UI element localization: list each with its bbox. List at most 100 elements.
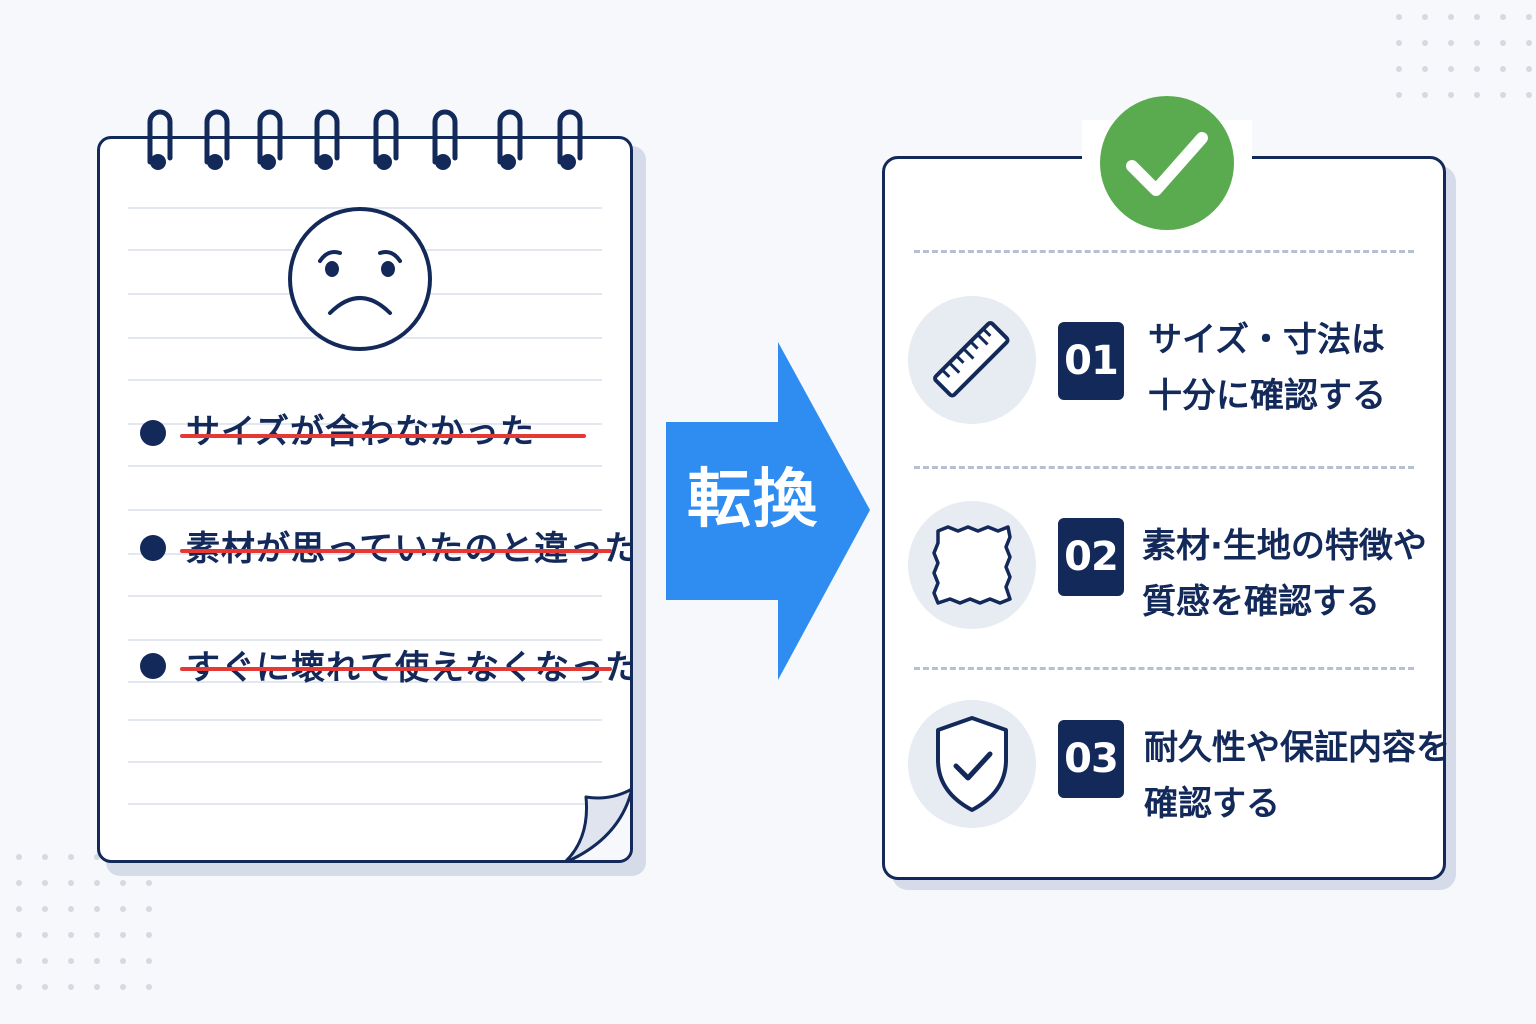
decorative-dot bbox=[146, 932, 152, 938]
fabric-swatch-icon bbox=[932, 525, 1012, 605]
checkmark-icon bbox=[1100, 96, 1234, 230]
decorative-dot bbox=[120, 880, 126, 886]
ruled-line bbox=[128, 719, 602, 721]
decorative-dot bbox=[94, 984, 100, 990]
step-2-line-2: 質感を確認する bbox=[1142, 582, 1380, 622]
decorative-dot bbox=[1396, 92, 1402, 98]
sad-face-icon bbox=[288, 207, 432, 351]
decorative-dot bbox=[146, 984, 152, 990]
ruled-line bbox=[128, 761, 602, 763]
decorative-dot bbox=[1500, 92, 1506, 98]
decorative-dot bbox=[42, 906, 48, 912]
decorative-dot bbox=[94, 958, 100, 964]
ruled-line bbox=[128, 465, 602, 467]
decorative-dot bbox=[1526, 66, 1532, 72]
decorative-dot bbox=[120, 906, 126, 912]
step-number-badge: 03 bbox=[1058, 720, 1124, 798]
decorative-dot bbox=[94, 906, 100, 912]
decorative-dot bbox=[94, 854, 100, 860]
decorative-dot bbox=[68, 984, 74, 990]
decorative-dot bbox=[1422, 40, 1428, 46]
decorative-dot bbox=[1474, 92, 1480, 98]
decorative-dot bbox=[1448, 14, 1454, 20]
decorative-dot bbox=[1474, 66, 1480, 72]
before-item-1: サイズが合わなかった bbox=[186, 412, 535, 452]
decorative-dot bbox=[1396, 14, 1402, 20]
decorative-dot bbox=[1474, 40, 1480, 46]
decorative-dot bbox=[42, 932, 48, 938]
step-3-line-2: 確認する bbox=[1144, 784, 1280, 824]
decorative-dot bbox=[1526, 40, 1532, 46]
decorative-dot bbox=[42, 854, 48, 860]
dot-pattern-bottom-left bbox=[16, 854, 172, 1010]
decorative-dot bbox=[42, 984, 48, 990]
decorative-dot bbox=[42, 880, 48, 886]
ruled-line bbox=[128, 803, 602, 805]
bullet bbox=[140, 653, 166, 679]
decorative-dot bbox=[94, 880, 100, 886]
decorative-dot bbox=[1474, 14, 1480, 20]
decorative-dot bbox=[1396, 66, 1402, 72]
decorative-dot bbox=[120, 932, 126, 938]
transition-arrow bbox=[666, 342, 870, 680]
ruled-line bbox=[128, 509, 602, 511]
decorative-dot bbox=[1500, 66, 1506, 72]
bullet bbox=[140, 535, 166, 561]
decorative-dot bbox=[16, 958, 22, 964]
ruled-line bbox=[128, 681, 602, 683]
decorative-dot bbox=[146, 880, 152, 886]
decorative-dot bbox=[1422, 66, 1428, 72]
decorative-dot bbox=[1448, 66, 1454, 72]
ruler-icon bbox=[933, 321, 1010, 398]
decorative-dot bbox=[94, 932, 100, 938]
strikethrough-line bbox=[180, 434, 586, 438]
decorative-dot bbox=[146, 958, 152, 964]
decorative-dot bbox=[16, 984, 22, 990]
decorative-dot bbox=[68, 958, 74, 964]
decorative-dot bbox=[120, 958, 126, 964]
arrow-label: 転換 bbox=[687, 463, 819, 537]
decorative-dot bbox=[68, 906, 74, 912]
step-2-line-1: 素材·生地の特徴や bbox=[1142, 526, 1427, 566]
decorative-dot bbox=[1448, 40, 1454, 46]
ruled-line bbox=[128, 595, 602, 597]
page-curl-icon bbox=[564, 786, 630, 860]
bullet bbox=[140, 420, 166, 446]
step-1-line-2: 十分に確認する bbox=[1148, 376, 1386, 416]
decorative-dot bbox=[42, 958, 48, 964]
step-1-line-1: サイズ・寸法は bbox=[1148, 320, 1385, 360]
decorative-dot bbox=[16, 854, 22, 860]
ruled-line bbox=[128, 553, 602, 555]
notepad: サイズが合わなかった 素材が思っていたのと違った すぐに壊れて使えなくなった bbox=[97, 136, 633, 863]
decorative-dot bbox=[68, 932, 74, 938]
decorative-dot bbox=[146, 906, 152, 912]
decorative-dot bbox=[1500, 40, 1506, 46]
decorative-dot bbox=[16, 906, 22, 912]
decorative-dot bbox=[68, 880, 74, 886]
step-number-badge: 01 bbox=[1058, 322, 1124, 400]
decorative-dot bbox=[1396, 40, 1402, 46]
decorative-dot bbox=[1448, 92, 1454, 98]
strikethrough-line bbox=[180, 667, 612, 671]
step-3-line-1: 耐久性や保証内容を bbox=[1144, 728, 1450, 768]
decorative-dot bbox=[1526, 14, 1532, 20]
decorative-dot bbox=[1422, 14, 1428, 20]
ruled-line bbox=[128, 379, 602, 381]
decorative-dot bbox=[1500, 14, 1506, 20]
strikethrough-line bbox=[180, 549, 612, 553]
ruled-line bbox=[128, 423, 602, 425]
ruled-line bbox=[128, 639, 602, 641]
decorative-dot bbox=[16, 880, 22, 886]
decorative-dot bbox=[68, 854, 74, 860]
spiral-binding bbox=[147, 109, 583, 170]
decorative-dot bbox=[1422, 92, 1428, 98]
dashed-divider bbox=[914, 466, 1414, 469]
shield-check-icon bbox=[936, 716, 1008, 812]
dot-pattern-top-right bbox=[1396, 14, 1536, 118]
dashed-divider bbox=[914, 250, 1414, 253]
decorative-dot bbox=[16, 932, 22, 938]
step-number-badge: 02 bbox=[1058, 518, 1124, 596]
dashed-divider bbox=[914, 667, 1414, 670]
decorative-dot bbox=[120, 984, 126, 990]
decorative-dot bbox=[1526, 92, 1532, 98]
